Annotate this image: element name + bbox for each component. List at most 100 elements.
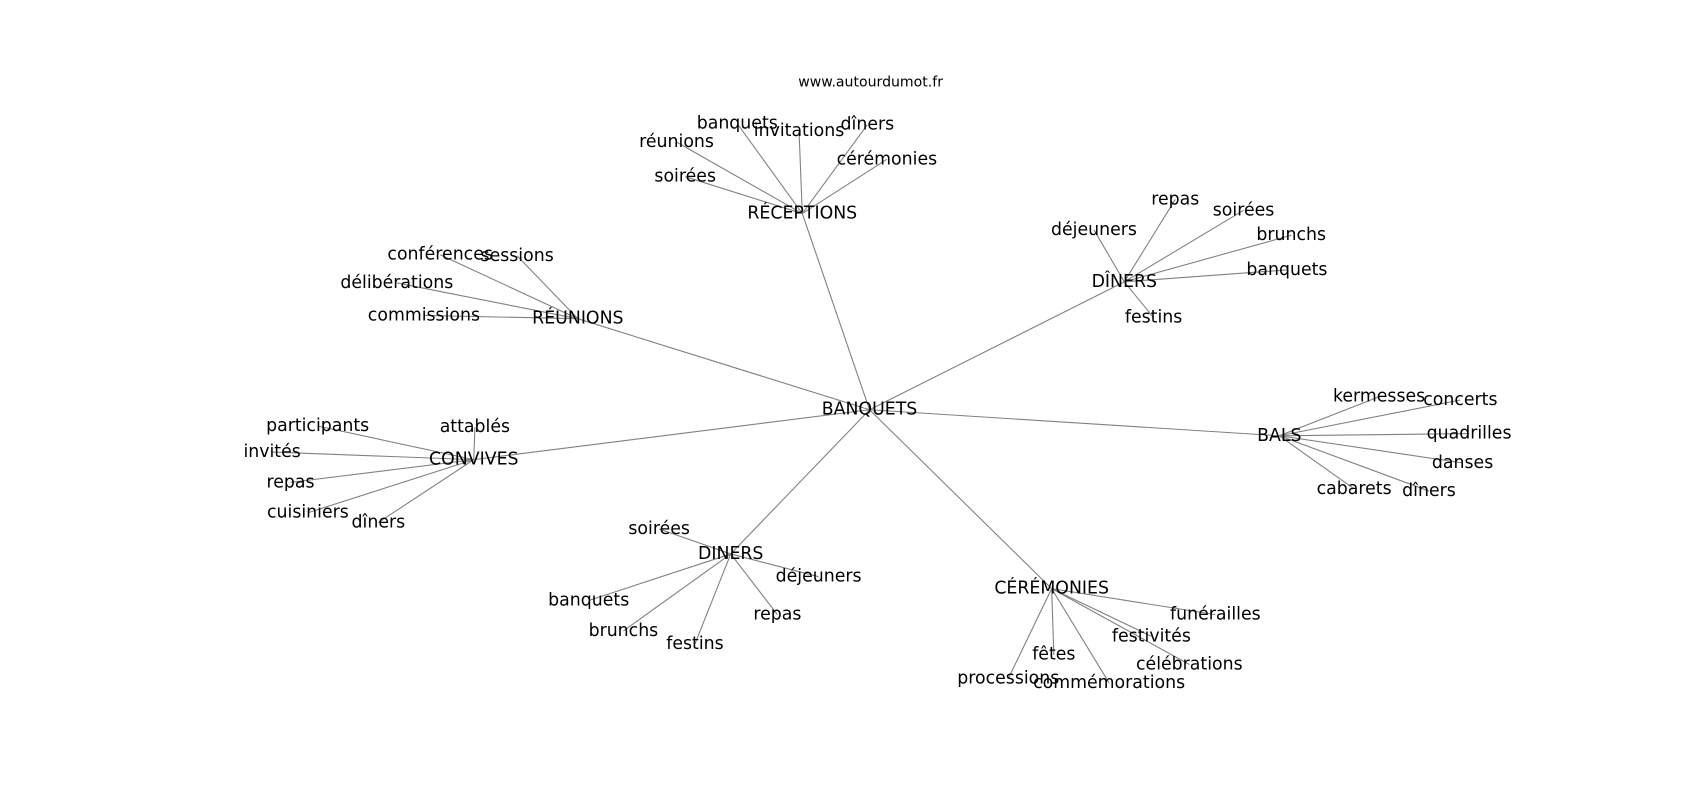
leaf-node-label: cérémonies (837, 149, 938, 169)
edge-cluster-child (659, 528, 731, 555)
leaf-node-label: festins (1125, 308, 1182, 328)
edge-center-cluster (869, 281, 1125, 411)
leaf-node-label: danses (1432, 453, 1493, 473)
leaf-node-label: attablés (440, 417, 510, 437)
leaf-node-label: banquets (697, 114, 778, 134)
edge-center-cluster (869, 409, 1280, 437)
leaf-node-label: dîners (1402, 481, 1456, 501)
site-title: www.autourdumot.fr (798, 74, 943, 90)
leaf-node-label: kermesses (1333, 387, 1425, 407)
center-node-label: BANQUETS (822, 400, 918, 420)
leaf-node-label: commissions (368, 305, 480, 325)
leaf-node-label: festivités (1112, 626, 1191, 646)
leaf-node-label: repas (753, 605, 801, 625)
edge-cluster-child (1123, 281, 1154, 318)
edge-cluster-child (1123, 199, 1176, 283)
edge-cluster-child (736, 123, 803, 214)
leaf-node-label: funérailles (1170, 605, 1261, 625)
edge-cluster-child (1093, 229, 1125, 283)
edge-cluster-child (730, 553, 778, 615)
edge-cluster-child (623, 553, 732, 632)
edge-cluster-child (1124, 234, 1292, 283)
leaf-node-label: célébrations (1136, 654, 1243, 674)
cluster-node-label: RÉUNIONS (532, 307, 623, 329)
edge-cluster-child (1279, 435, 1430, 492)
leaf-node-label: concerts (1423, 390, 1497, 410)
edge-cluster-child (802, 158, 888, 215)
edge-cluster-child (1279, 435, 1463, 464)
edge-cluster-child (439, 254, 579, 320)
leaf-node-label: repas (267, 472, 315, 492)
edge-cluster-child (378, 459, 475, 523)
edge-cluster-child (272, 451, 474, 461)
leaf-node-label: soirées (654, 167, 716, 187)
edge-cluster-child (1051, 588, 1110, 684)
leaf-node-label: commémorations (1033, 673, 1185, 693)
edge-cluster-child (1051, 588, 1055, 655)
leaf-node-label: invités (243, 442, 300, 462)
leaf-node-label: dîners (841, 115, 895, 135)
leaf-node-label: repas (1151, 189, 1199, 209)
edge-cluster-child (801, 124, 868, 214)
leaf-node-label: dîners (352, 512, 406, 532)
leaf-node-label: fêtes (1032, 645, 1075, 665)
leaf-node-label: quadrilles (1427, 424, 1512, 444)
edge-cluster-child (1051, 588, 1216, 616)
edge-cluster-child (1124, 269, 1287, 283)
leaf-node-label: cuisiniers (267, 503, 349, 523)
leaf-node-label: brunchs (589, 621, 659, 641)
edge-cluster-child (1279, 399, 1461, 437)
edge-cluster-child (1007, 588, 1053, 679)
edge-cluster-child (685, 176, 803, 215)
edge-cluster-child (307, 459, 474, 514)
leaf-node-label: sessions (481, 246, 554, 266)
leaf-node-label: soirées (1213, 200, 1275, 220)
edge-cluster-child (1051, 588, 1190, 665)
edge-cluster-child (676, 141, 803, 215)
leaf-node-label: cabarets (1317, 479, 1392, 499)
edge-cluster-child (290, 459, 474, 483)
edge-cluster-child (798, 131, 803, 214)
edge-cluster-child (1279, 396, 1380, 437)
edge-cluster-child (1051, 588, 1152, 637)
cluster-node-label: DÎNERS (1092, 270, 1157, 292)
leaf-node-label: brunchs (1256, 225, 1326, 245)
leaf-node-label: invitations (754, 121, 845, 141)
edges (272, 123, 1470, 684)
edge-cluster-child (423, 314, 578, 320)
edge-center-cluster (577, 318, 870, 411)
cluster-node-label: RÉCEPTIONS (747, 202, 857, 224)
cluster-node-label: DINERS (698, 544, 763, 564)
edge-center-cluster (869, 409, 1053, 590)
edge-cluster-child (516, 255, 579, 320)
edge-cluster-child (1279, 435, 1355, 490)
labels: BANQUETSRÉCEPTIONSbanquetsinvitationsdîn… (243, 114, 1511, 693)
cluster-node-label: CONVIVES (429, 450, 518, 470)
leaf-node-label: délibérations (340, 273, 453, 293)
leaf-node-label: festins (666, 634, 723, 654)
leaf-node-label: banquets (1246, 260, 1327, 280)
edge-cluster-child (396, 282, 578, 320)
leaf-node-label: participants (266, 416, 369, 436)
leaf-node-label: déjeuners (1051, 220, 1137, 240)
edge-cluster-child (317, 425, 474, 461)
edge-center-cluster (801, 213, 871, 410)
cluster-node-label: CÉRÉMONIES (994, 577, 1109, 599)
edge-cluster-child (1279, 433, 1470, 437)
edge-cluster-child (1124, 209, 1244, 283)
leaf-node-label: banquets (548, 591, 629, 611)
leaf-node-label: soirées (628, 519, 690, 539)
leaf-node-label: déjeuners (776, 567, 862, 587)
leaf-node-label: processions (957, 669, 1059, 689)
edge-cluster-child (694, 553, 732, 645)
edge-cluster-child (588, 553, 731, 602)
cluster-node-label: BALS (1257, 426, 1301, 446)
edge-cluster-child (730, 553, 819, 578)
edge-center-cluster (473, 409, 870, 461)
edge-cluster-child (473, 427, 476, 460)
leaf-node-label: réunions (639, 132, 714, 152)
leaf-node-label: conférences (387, 245, 492, 265)
edge-center-cluster (730, 409, 870, 555)
